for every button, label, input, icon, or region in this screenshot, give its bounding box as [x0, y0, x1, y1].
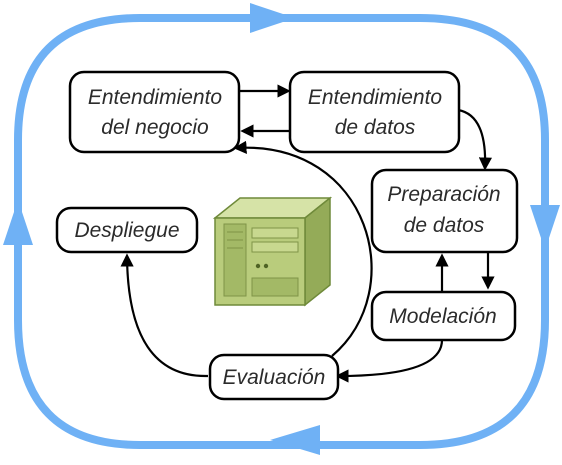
node-business-understanding: Entendimiento del negocio: [68, 70, 241, 154]
arrow-modeling-to-evaluation: [335, 339, 444, 383]
node-label-line1: Entendimiento: [308, 86, 443, 109]
inner-arrows: [120, 84, 495, 383]
node-deployment: Despliegue: [55, 206, 199, 254]
node-box: [288, 70, 461, 154]
node-data-preparation: Preparación de datos: [370, 168, 519, 254]
outer-cycle-arrow-right: [530, 205, 560, 250]
arrow-evaluation-to-deployment: [120, 253, 209, 378]
outer-cycle-arrow-bottom: [270, 425, 320, 455]
node-box: [370, 290, 517, 342]
node-label: Despliegue: [74, 219, 179, 242]
arrow-evaluation-to-business: [233, 140, 373, 357]
node-label-line2: de datos: [404, 214, 485, 237]
node-box: [68, 70, 241, 154]
node-label-line1: Preparación: [387, 183, 500, 206]
outer-cycle-arrow-top: [250, 3, 295, 33]
outer-cycle-arrow-left: [3, 200, 33, 245]
node-label: Evaluación: [223, 366, 326, 389]
node-box: [370, 168, 519, 254]
server-icon: [212, 196, 333, 307]
node-evaluation: Evaluación: [208, 353, 340, 401]
node-label-line2: del negocio: [101, 116, 209, 139]
outer-cycle: [3, 3, 560, 455]
node-label-line2: de datos: [335, 116, 416, 139]
node-box: [208, 353, 340, 401]
arrow-data-understanding-to-preparation: [457, 108, 492, 171]
outer-cycle-ring: [14, 14, 549, 449]
node-label-line1: Entendimiento: [88, 86, 223, 109]
node-label: Modelación: [389, 305, 496, 328]
node-data-understanding: Entendimiento de datos: [288, 70, 461, 154]
node-modeling: Modelación: [370, 290, 517, 342]
node-box: [55, 206, 199, 254]
